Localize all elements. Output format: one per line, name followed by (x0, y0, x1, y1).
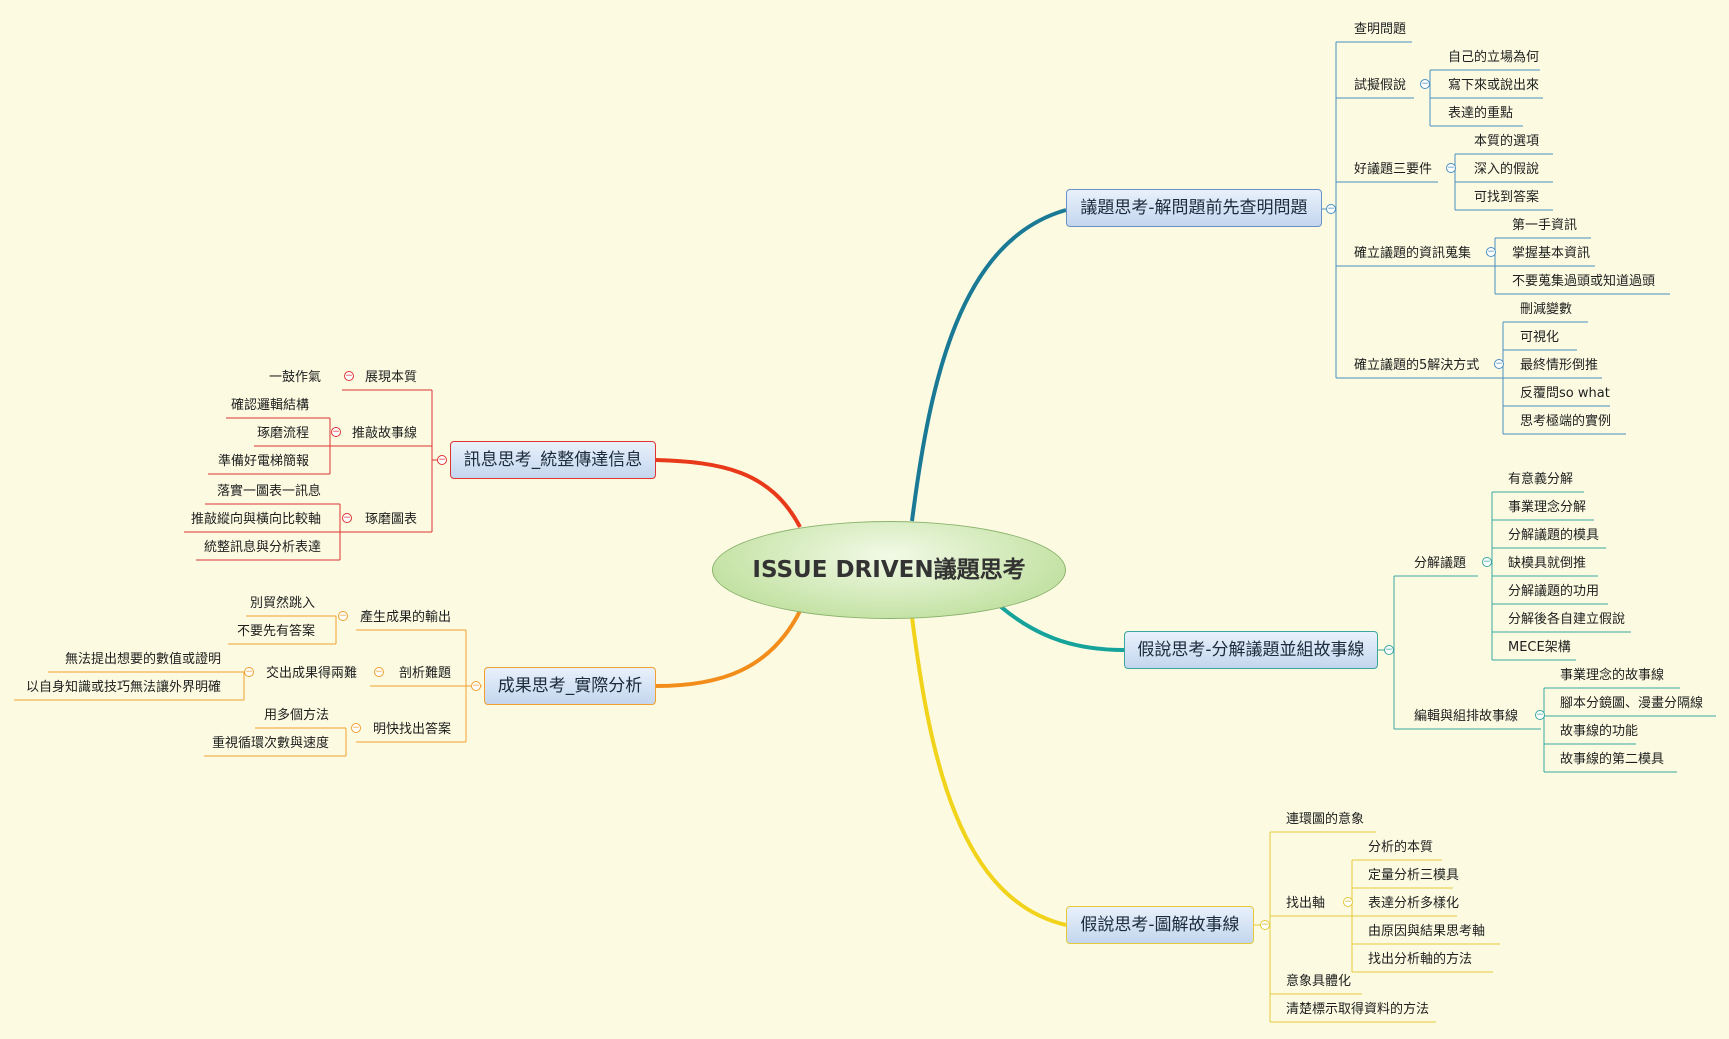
collapse-toggle[interactable] (1260, 920, 1270, 930)
collapse-toggle[interactable] (244, 667, 254, 677)
subtopic[interactable]: 交出成果得兩難 (265, 666, 357, 681)
leaf-topic[interactable]: 掌握基本資訊 (1512, 246, 1591, 261)
leaf-topic[interactable]: 反覆問so what (1520, 386, 1610, 401)
collapse-toggle[interactable] (1494, 359, 1504, 369)
subtopic[interactable]: 連環圖的意象 (1286, 812, 1365, 827)
subtopic[interactable]: 推敲故事線 (351, 426, 417, 441)
leaf-topic[interactable]: 有意義分解 (1508, 472, 1574, 487)
branch-t3 (910, 616, 1067, 927)
collapse-toggle[interactable] (1343, 897, 1353, 907)
leaf-topic[interactable]: 分解議題的功用 (1508, 584, 1600, 599)
leaf-topic[interactable]: 缺模具就倒推 (1508, 556, 1587, 571)
branch-t1 (910, 208, 1067, 522)
leaf-topic[interactable]: 落實一圖表一訊息 (216, 484, 321, 499)
collapse-toggle[interactable] (437, 455, 447, 465)
collapse-toggle[interactable] (351, 723, 361, 733)
main-topic-t2[interactable]: 假說思考-分解議題並組故事線 (1124, 631, 1378, 669)
leaf-topic[interactable]: 不要蒐集過頭或知道過頭 (1512, 274, 1656, 289)
leaf-topic[interactable]: 分析的本質 (1368, 840, 1434, 855)
subtopic[interactable]: 產生成果的輸出 (359, 610, 451, 625)
main-topic-t3[interactable]: 假說思考-圖解故事線 (1066, 906, 1254, 944)
leaf-topic[interactable]: 別貿然跳入 (249, 596, 315, 611)
leaf-topic[interactable]: 準備好電梯簡報 (217, 454, 309, 469)
collapse-toggle[interactable] (331, 427, 341, 437)
subtopic[interactable]: 試擬假說 (1354, 78, 1407, 93)
collapse-toggle[interactable] (344, 371, 354, 381)
main-topic-t1[interactable]: 議題思考-解問題前先查明問題 (1066, 189, 1322, 227)
leaf-topic[interactable]: 故事線的第二模具 (1560, 752, 1665, 767)
central-topic[interactable]: ISSUE DRIVEN議題思考 (712, 521, 1066, 619)
leaf-topic[interactable]: 本質的選項 (1474, 134, 1540, 149)
subtopic[interactable]: 編輯與組排故事線 (1414, 709, 1519, 724)
collapse-toggle[interactable] (1384, 645, 1394, 655)
leaf-topic[interactable]: 可視化 (1520, 330, 1560, 345)
leaf-topic[interactable]: 可找到答案 (1474, 190, 1540, 205)
subtopic[interactable]: 意象具體化 (1286, 974, 1352, 989)
leaf-topic[interactable]: 事業理念的故事線 (1560, 668, 1665, 683)
subtopic[interactable]: 剖析難題 (398, 666, 451, 681)
leaf-topic[interactable]: 用多個方法 (263, 708, 329, 723)
collapse-toggle[interactable] (374, 667, 384, 677)
collapse-toggle[interactable] (1486, 247, 1496, 257)
leaf-topic[interactable]: 寫下來或說出來 (1448, 78, 1540, 93)
collapse-toggle[interactable] (338, 611, 348, 621)
leaf-topic[interactable]: 不要先有答案 (236, 624, 315, 639)
branch-t4 (655, 458, 802, 528)
collapse-toggle[interactable] (342, 513, 352, 523)
subtopic[interactable]: 分解議題 (1414, 556, 1467, 571)
collapse-toggle[interactable] (1420, 79, 1430, 89)
subtopic[interactable]: 展現本質 (364, 370, 417, 385)
leaf-topic[interactable]: 一鼓作氣 (268, 370, 321, 385)
collapse-toggle[interactable] (471, 681, 481, 691)
leaf-topic[interactable]: 推敲縱向與橫向比較軸 (190, 512, 321, 527)
subtopic[interactable]: 琢磨圖表 (364, 512, 417, 527)
leaf-topic[interactable]: 琢磨流程 (256, 426, 309, 441)
leaf-topic[interactable]: 由原因與結果思考軸 (1368, 924, 1486, 939)
collapse-toggle[interactable] (1326, 204, 1336, 214)
leaf-topic[interactable]: 確認邏輯結構 (230, 398, 309, 413)
leaf-topic[interactable]: 分解後各自建立假說 (1508, 612, 1626, 627)
subtopic[interactable]: 明快找出答案 (372, 722, 451, 737)
leaf-topic[interactable]: 定量分析三模具 (1368, 868, 1460, 883)
leaf-topic[interactable]: 最終情形倒推 (1520, 358, 1599, 373)
main-topic-t5[interactable]: 成果思考_實際分析 (484, 667, 656, 705)
subtopic[interactable]: 好議題三要件 (1354, 162, 1433, 177)
leaf-topic[interactable]: 表達的重點 (1448, 106, 1514, 121)
leaf-topic[interactable]: 深入的假說 (1474, 162, 1540, 177)
leaf-topic[interactable]: 自己的立場為何 (1448, 50, 1540, 65)
subtopic[interactable]: 清楚標示取得資料的方法 (1286, 1002, 1430, 1017)
subtopic[interactable]: 查明問題 (1354, 22, 1407, 37)
leaf-topic[interactable]: MECE架構 (1508, 640, 1571, 655)
leaf-topic[interactable]: 表達分析多樣化 (1368, 896, 1460, 911)
leaf-topic[interactable]: 故事線的功能 (1560, 724, 1639, 739)
leaf-topic[interactable]: 思考極端的實例 (1520, 414, 1612, 429)
branch-t2 (998, 604, 1125, 652)
collapse-toggle[interactable] (1482, 557, 1492, 567)
leaf-topic[interactable]: 以自身知識或技巧無法讓外界明確 (25, 680, 221, 695)
leaf-topic[interactable]: 找出分析軸的方法 (1368, 952, 1473, 967)
leaf-topic[interactable]: 事業理念分解 (1508, 500, 1587, 515)
leaf-topic[interactable]: 刪減變數 (1520, 302, 1573, 317)
leaf-topic[interactable]: 第一手資訊 (1512, 218, 1578, 233)
subtopic[interactable]: 確立議題的5解決方式 (1354, 358, 1480, 373)
leaf-topic[interactable]: 腳本分鏡圖、漫畫分隔線 (1560, 696, 1704, 711)
leaf-topic[interactable]: 重視循環次數與速度 (211, 736, 329, 751)
main-topic-t4[interactable]: 訊息思考_統整傳達信息 (450, 441, 656, 479)
leaf-topic[interactable]: 分解議題的模具 (1508, 528, 1600, 543)
branch-t5 (655, 610, 802, 688)
collapse-toggle[interactable] (1535, 710, 1545, 720)
subtopic[interactable]: 確立議題的資訊蒐集 (1354, 246, 1472, 261)
leaf-topic[interactable]: 統整訊息與分析表達 (203, 540, 321, 555)
collapse-toggle[interactable] (1446, 163, 1456, 173)
subtopic[interactable]: 找出軸 (1286, 896, 1326, 911)
leaf-topic[interactable]: 無法提出想要的數值或證明 (64, 652, 221, 667)
